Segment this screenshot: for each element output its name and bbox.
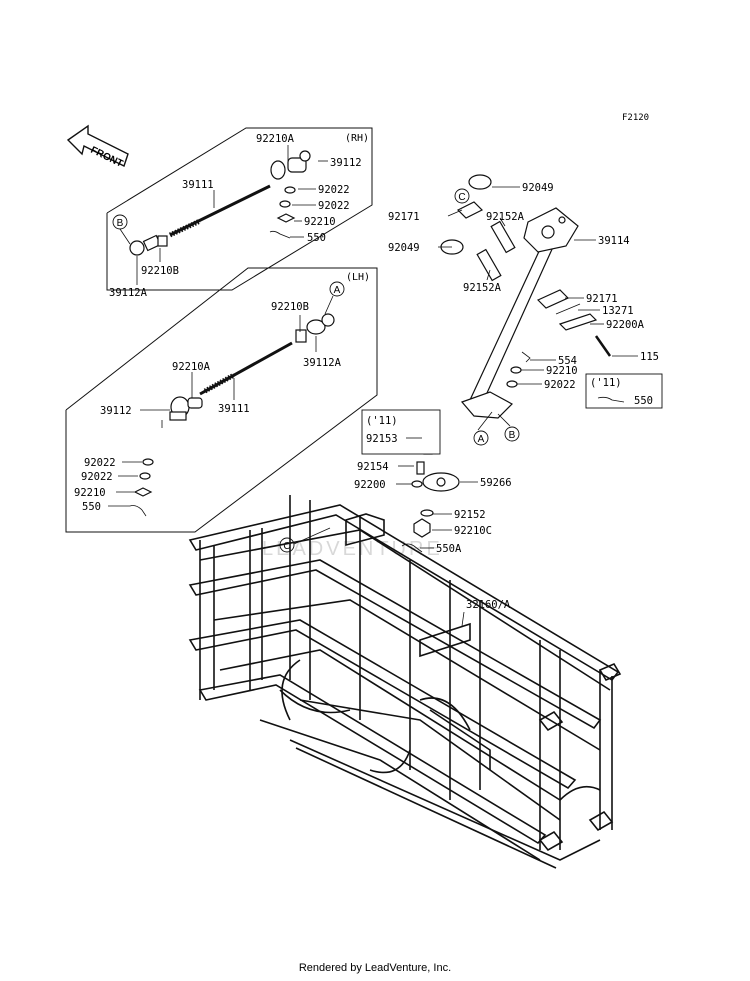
rh-tie-rod-group: (RH) B 92210A 39112 39111 92022	[106, 127, 373, 299]
label-92210-rh: 92210	[304, 216, 336, 228]
callout-b-lower: B	[509, 430, 516, 441]
label-92049-mid: 92049	[388, 242, 420, 254]
label-32160A: 32160/A	[466, 599, 511, 611]
callout-c-top: C	[458, 192, 465, 203]
label-92210B-lh: 92210B	[271, 301, 309, 313]
label-92210A-rh: 92210A	[256, 133, 295, 145]
label-92049-top: 92049	[522, 182, 554, 194]
label-39112-lh: 39112	[100, 405, 132, 417]
front-direction-arrow: FRONT	[66, 124, 129, 170]
label-92022b-rh: 92022	[318, 200, 350, 212]
figure-code: F2120	[622, 113, 650, 123]
lh-title: (LH)	[346, 272, 370, 283]
callout-a: A	[334, 285, 341, 296]
label-92022a-rh: 92022	[318, 184, 350, 196]
label-39111-lh: 39111	[218, 403, 250, 415]
label-92152A-top: 92152A	[486, 211, 525, 223]
steering-shaft-group: C A B C 92049 92171 92152A 92049	[279, 174, 663, 627]
label-92152: 92152	[454, 509, 486, 521]
label-550-lh: 550	[82, 501, 101, 513]
label-92200: 92200	[354, 479, 386, 491]
label-92210A-lh: 92210A	[172, 361, 211, 373]
label-92171-bottom: 92171	[586, 293, 618, 305]
label-13271: 13271	[602, 305, 634, 317]
label-39112A-lh: 39112A	[303, 357, 342, 369]
label-39111-rh: 39111	[182, 179, 214, 191]
callout-a-lower: A	[478, 434, 485, 445]
label-92210-lh: 92210	[74, 487, 106, 499]
watermark: LEADVENTURE	[262, 538, 443, 560]
year-box-right-part: 550	[634, 395, 653, 407]
label-92152A-bottom: 92152A	[463, 282, 502, 294]
label-550-rh: 550	[307, 232, 326, 244]
label-59266: 59266	[480, 477, 512, 489]
rh-title: (RH)	[345, 133, 369, 144]
footer-credit: Rendered by LeadVenture, Inc.	[298, 962, 452, 974]
vehicle-frame	[188, 495, 622, 869]
label-39112-rh: 39112	[330, 157, 362, 169]
label-92022b-lh: 92022	[81, 471, 113, 483]
callout-c-frame: C	[283, 541, 290, 552]
label-92154: 92154	[357, 461, 389, 473]
label-554: 554	[558, 355, 577, 367]
label-92022-steering: 92022	[544, 379, 576, 391]
label-39114: 39114	[598, 235, 630, 247]
label-550A: 550A	[436, 543, 462, 555]
label-92210C: 92210C	[454, 525, 492, 537]
label-92171-top: 92171	[388, 211, 420, 223]
lh-tie-rod-group: (LH) A 92210B 39112A 92210A 39	[65, 267, 378, 533]
label-115: 115	[640, 351, 659, 363]
label-92210-steering: 92210	[546, 365, 578, 377]
label-92200A: 92200A	[606, 319, 645, 331]
label-39112A-rh: 39112A	[109, 287, 148, 299]
callout-b: B	[117, 218, 124, 229]
label-92210B-rh: 92210B	[141, 265, 179, 277]
year-box-right-year: ('11)	[590, 377, 622, 389]
year-box-left-part: 92153	[366, 433, 398, 445]
label-92022a-lh: 92022	[84, 457, 116, 469]
year-box-left-year: ('11)	[366, 415, 398, 427]
